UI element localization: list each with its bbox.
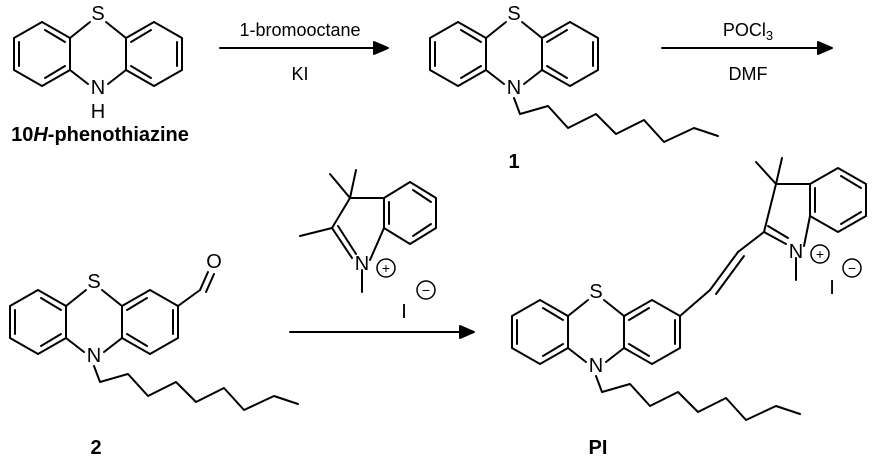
octyl-chain xyxy=(595,375,801,421)
compound-1-label: 1 xyxy=(508,151,519,173)
negative-charge-icon xyxy=(416,280,436,300)
iodide-atom: I xyxy=(829,277,835,299)
indolium-reagent-structure: N + I − xyxy=(299,169,437,323)
svg-text:+: + xyxy=(816,246,824,262)
nitrogen-atom: N xyxy=(355,253,369,275)
svg-text:+: + xyxy=(382,260,390,276)
svg-text:−: − xyxy=(422,282,430,298)
positive-charge-icon xyxy=(376,258,396,278)
phenothiazine-label: 10H-phenothiazine xyxy=(11,124,189,146)
sulfur-atom: S xyxy=(91,3,104,25)
nitrogen-atom: N xyxy=(91,77,105,99)
reagent-1-bromooctane: 1-bromooctane xyxy=(239,20,360,40)
hydrogen-atom: H xyxy=(91,101,105,123)
reaction-arrow-2 xyxy=(661,41,833,55)
nitrogen-atom: N xyxy=(507,77,521,99)
octyl-chain xyxy=(513,97,719,143)
sulfur-atom: S xyxy=(87,271,100,293)
svg-text:−: − xyxy=(848,260,856,276)
compound-1-structure: S N xyxy=(429,3,719,143)
iodide-atom: I xyxy=(401,301,407,323)
compound-2-label: 2 xyxy=(90,437,101,459)
compound-2-structure: S N O xyxy=(9,251,299,411)
nitrogen-atom: N xyxy=(789,241,803,263)
sulfur-atom: S xyxy=(589,281,602,303)
aldehyde-bond xyxy=(177,289,201,307)
oxygen-atom: O xyxy=(206,251,222,273)
octyl-chain xyxy=(93,365,299,411)
positive-charge-icon xyxy=(810,244,830,264)
reagent-dmf: DMF xyxy=(729,64,768,84)
reagent-pocl3: POCl3 xyxy=(723,20,773,43)
nitrogen-atom: N xyxy=(589,355,603,377)
product-pi-label: PI xyxy=(589,437,608,459)
product-pi-structure: S N N + I − xyxy=(511,157,867,421)
phenothiazine-structure: S N H xyxy=(13,3,183,123)
nitrogen-atom: N xyxy=(87,345,101,367)
reagent-ki: KI xyxy=(291,64,308,84)
sulfur-atom: S xyxy=(507,3,520,25)
reaction-arrow-3 xyxy=(289,325,475,339)
negative-charge-icon xyxy=(842,258,862,278)
reaction-arrow-1 xyxy=(219,41,389,55)
